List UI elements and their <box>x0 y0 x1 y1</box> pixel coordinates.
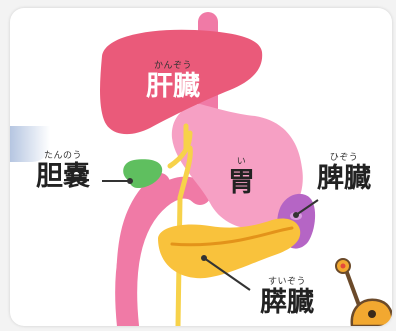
pancreas <box>158 218 300 278</box>
pancreas-name: 膵臓 <box>260 289 314 316</box>
stomach-name: 胃 <box>228 169 255 196</box>
pancreas-leader-dot <box>201 255 207 261</box>
liver-label: かんぞう 肝臓 <box>146 62 200 100</box>
gallbladder-reading: たんのう <box>36 152 90 161</box>
mascot-character <box>336 259 392 326</box>
stomach-reading: い <box>228 158 255 167</box>
spleen-label: ひぞう 脾臓 <box>317 154 371 192</box>
spleen-name: 脾臓 <box>317 165 371 192</box>
pancreas-reading: すいぞう <box>260 278 314 287</box>
diagram-card: かんぞう 肝臓 たんのう 胆嚢 い 胃 ひぞう 脾臓 すいぞう 膵臓 <box>10 8 392 326</box>
liver-reading: かんぞう <box>146 62 200 71</box>
stomach-label: い 胃 <box>228 158 255 196</box>
gallbladder-leader-dot <box>127 178 133 184</box>
gallbladder-name: 胆嚢 <box>36 163 90 190</box>
spleen-leader-dot <box>293 212 299 218</box>
liver-name: 肝臓 <box>146 73 200 100</box>
gallbladder-label: たんのう 胆嚢 <box>36 152 90 190</box>
spleen-reading: ひぞう <box>317 154 371 163</box>
pancreas-label: すいぞう 膵臓 <box>260 278 314 316</box>
